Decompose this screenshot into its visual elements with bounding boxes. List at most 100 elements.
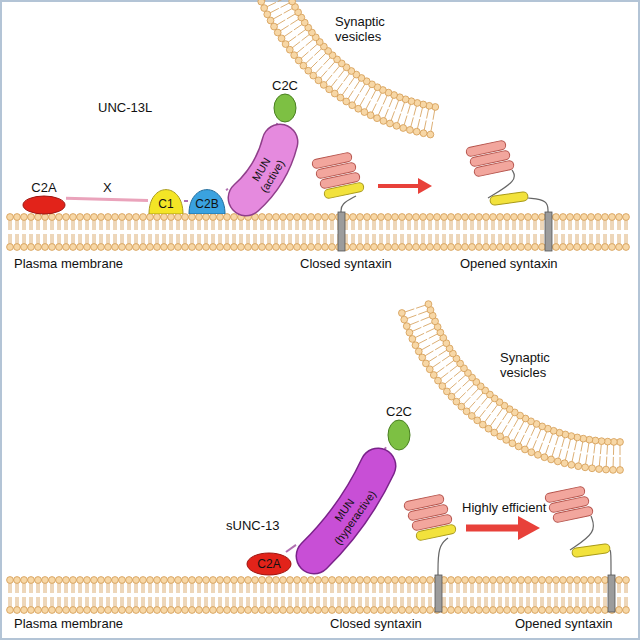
lipid-tail	[331, 583, 332, 593]
lipid-tail	[410, 220, 411, 230]
lipid-tail	[284, 31, 292, 37]
lipid-head	[315, 244, 322, 251]
lipid-head	[560, 244, 567, 251]
lipid-tail	[354, 94, 359, 103]
lipid-tail	[319, 53, 326, 60]
lipid-tail	[575, 440, 577, 450]
lipid-tail	[513, 220, 514, 230]
lipid-tail	[436, 220, 437, 230]
lipid-tail	[46, 597, 47, 607]
lipid-head	[378, 214, 385, 221]
lipid-tail	[424, 120, 426, 130]
lipid-head	[361, 109, 368, 116]
lipid-tail	[158, 597, 159, 607]
c1-domain: C1	[148, 188, 184, 214]
lipid-tail	[501, 220, 502, 230]
helix-cylinder	[474, 160, 515, 177]
lipid-tail	[81, 220, 82, 230]
lipid-tail	[479, 410, 485, 418]
lipid-tail	[340, 583, 341, 593]
lipid-head	[483, 577, 490, 584]
lipid-head	[287, 607, 294, 614]
transmembrane-domain	[435, 575, 442, 612]
opened-syntaxin-figure	[545, 486, 615, 612]
lipid-tail	[58, 597, 59, 607]
lipid-tail	[520, 220, 521, 230]
lipid-tail	[39, 597, 40, 607]
lipid-tail	[179, 234, 180, 244]
lipid-head	[385, 607, 392, 614]
lipid-tail	[389, 234, 390, 244]
lipid-tail	[263, 234, 264, 244]
lipid-tail	[354, 583, 355, 593]
lipid-tail	[583, 597, 584, 607]
lipid-head	[105, 214, 112, 221]
lipid-tail	[348, 91, 353, 99]
lipid-tail	[23, 583, 24, 593]
lipid-head	[560, 607, 567, 614]
lipid-head	[518, 214, 525, 221]
lipid-tail	[102, 220, 103, 230]
lipid-tail	[282, 220, 283, 230]
lipid-head	[588, 214, 595, 221]
lipid-tail	[116, 234, 117, 244]
lipid-tail	[30, 234, 31, 244]
lipid-head	[518, 244, 525, 251]
lipid-tail	[121, 220, 122, 230]
lipid-head	[553, 577, 560, 584]
lipid-head	[245, 607, 252, 614]
lipid-tail	[496, 422, 501, 430]
lipid-tail	[277, 597, 278, 607]
lipid-tail	[581, 442, 583, 452]
lipid-tail	[490, 418, 496, 426]
figure-label: Closed syntaxin	[300, 256, 392, 271]
lipid-tail	[240, 220, 241, 230]
lipid-head	[364, 577, 371, 584]
domain-label: C2A	[257, 557, 280, 571]
lipid-tail	[549, 434, 552, 443]
lipid-head	[403, 323, 410, 330]
lipid-head	[616, 214, 623, 221]
lipid-head	[504, 214, 511, 221]
lipid-tail	[137, 597, 138, 607]
lipid-head	[427, 607, 434, 614]
lipid-head	[588, 607, 595, 614]
lipid-tail	[625, 597, 626, 607]
lipid-head	[497, 577, 504, 584]
lipid-tail	[571, 220, 572, 230]
lipid-tail	[564, 597, 565, 607]
lipid-tail	[242, 220, 243, 230]
lipid-head	[112, 214, 119, 221]
lipid-tail	[212, 234, 213, 244]
lipid-head	[427, 244, 434, 251]
lipid-tail	[305, 597, 306, 607]
lipid-tail	[387, 234, 388, 244]
lipid-tail	[114, 234, 115, 244]
lipid-head	[91, 607, 98, 614]
lipid-head	[294, 607, 301, 614]
lipid-head	[168, 214, 175, 221]
lipid-tail	[382, 597, 383, 607]
lipid-head	[420, 577, 427, 584]
lipid-tail	[289, 583, 290, 593]
lipid-tail	[382, 583, 383, 593]
lipid-head	[154, 577, 161, 584]
lipid-tail	[268, 220, 269, 230]
lipid-head	[189, 214, 196, 221]
lipid-tail	[263, 220, 264, 230]
membranes	[7, 0, 630, 613]
lipid-tail	[142, 220, 143, 230]
lipid-tail	[298, 583, 299, 593]
lipid-tail	[417, 220, 418, 230]
lipid-tail	[520, 597, 521, 607]
lipid-head	[399, 214, 406, 221]
lipid-head	[210, 244, 217, 251]
lipid-head	[595, 577, 602, 584]
lipid-tail	[58, 220, 59, 230]
lipid-tail	[18, 220, 19, 230]
lipid-tail	[415, 333, 424, 337]
lipid-tail	[417, 597, 418, 607]
lipid-tail	[536, 583, 537, 593]
lipid-head	[98, 577, 105, 584]
lipid-tail	[275, 583, 276, 593]
